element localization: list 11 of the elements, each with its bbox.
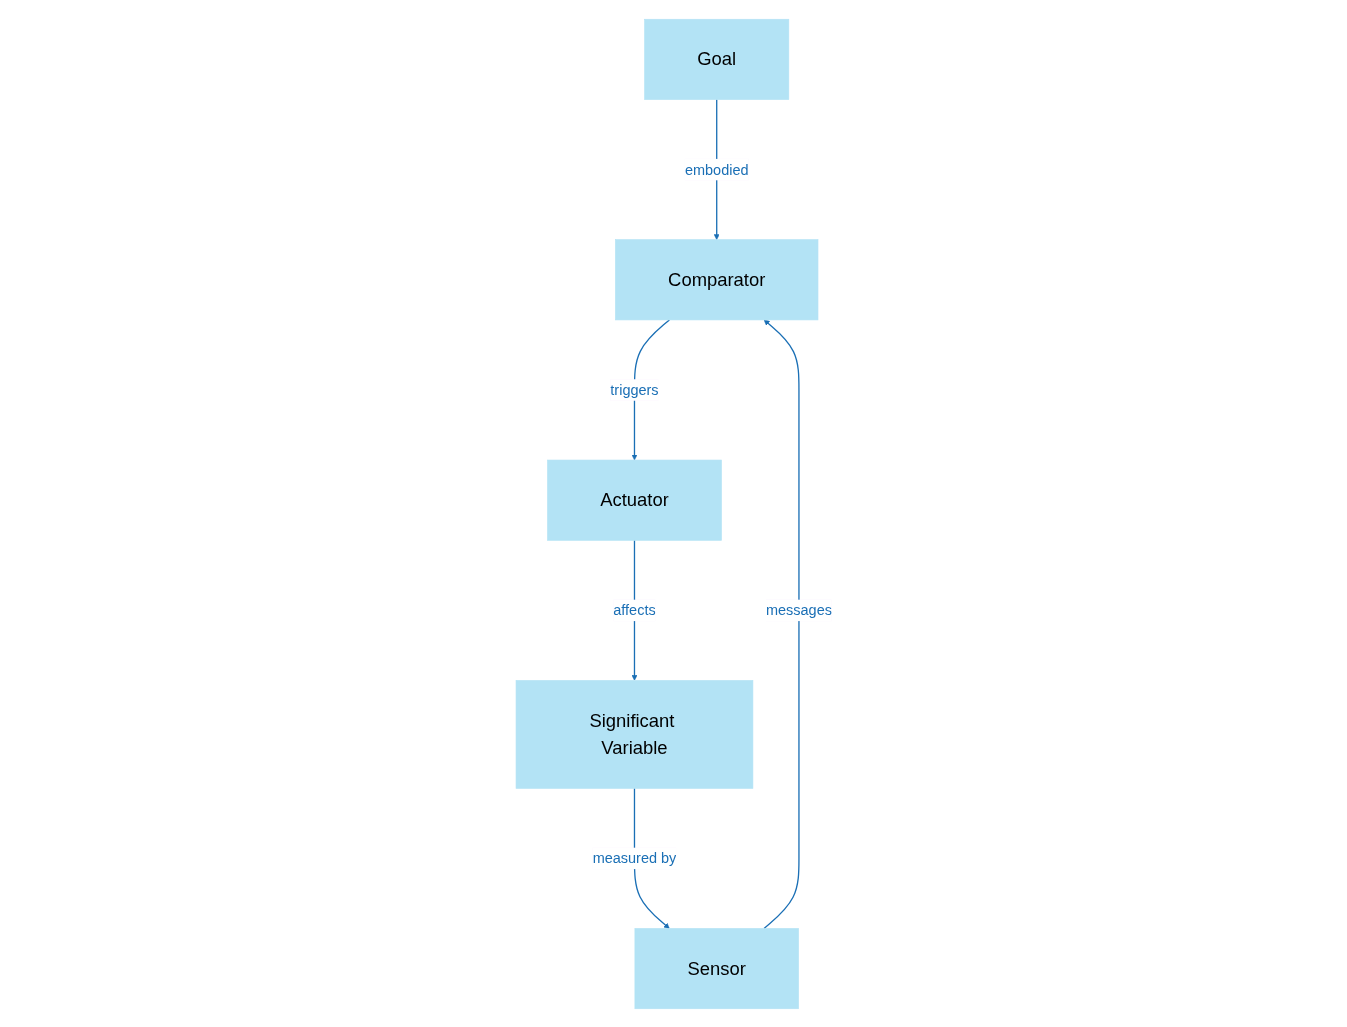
edge-label: measured by: [592, 849, 676, 867]
edge-label: affects: [612, 601, 656, 619]
node-box: Goal: [643, 18, 789, 100]
node-box: Actuator: [546, 459, 722, 541]
node-box: Significant Variable: [515, 679, 753, 789]
edge-label: triggers: [609, 381, 659, 398]
node-box: Sensor: [634, 927, 799, 1009]
node-box: Comparator: [614, 238, 818, 320]
edge-label: messages: [765, 601, 832, 619]
arrow: [762, 319, 800, 929]
edge-label: embodied: [684, 160, 749, 178]
